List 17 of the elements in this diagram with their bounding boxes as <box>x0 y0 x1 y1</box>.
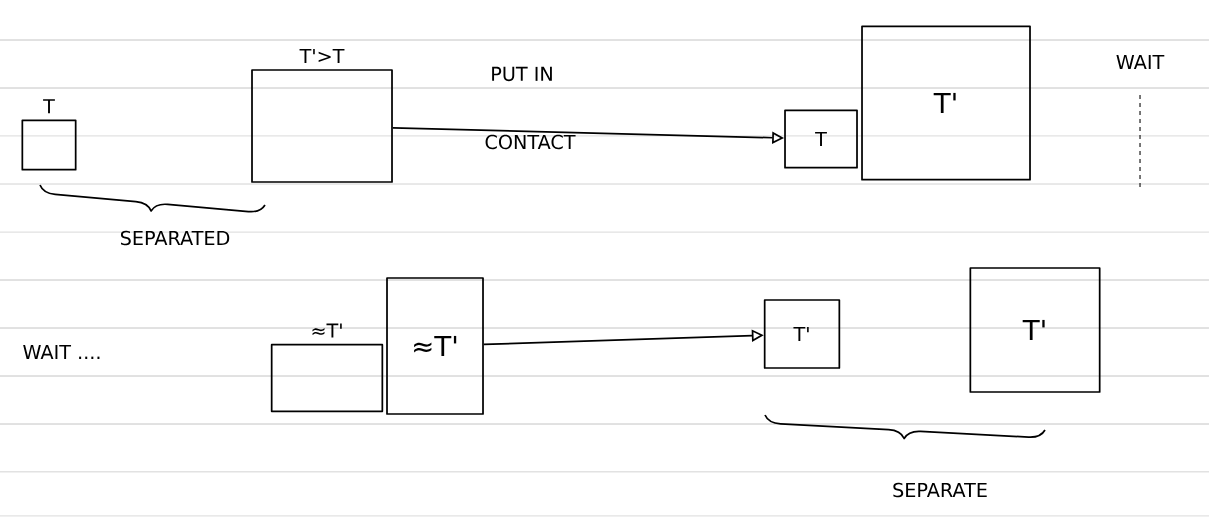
box: ≈T' <box>270 323 384 413</box>
box: T' <box>861 25 1031 181</box>
box: ≈T' <box>386 277 484 415</box>
label-text: SEPARATED <box>120 230 230 246</box>
box: T' <box>763 299 841 369</box>
box: T'>T <box>251 48 393 183</box>
node-label: ≈T' <box>312 323 342 338</box>
box: T <box>784 109 858 169</box>
node-label: T <box>43 99 55 114</box>
label-text: SEPARATE <box>893 482 987 498</box>
label-text: WAIT <box>1116 55 1165 69</box>
node-label: T'>T <box>299 48 345 63</box>
label-text: WAIT .... <box>23 345 100 359</box>
box: T' <box>969 267 1101 393</box>
box: T <box>21 99 77 171</box>
edge-label: PUT IN <box>492 66 552 82</box>
label-text: CONTACT <box>485 134 576 150</box>
